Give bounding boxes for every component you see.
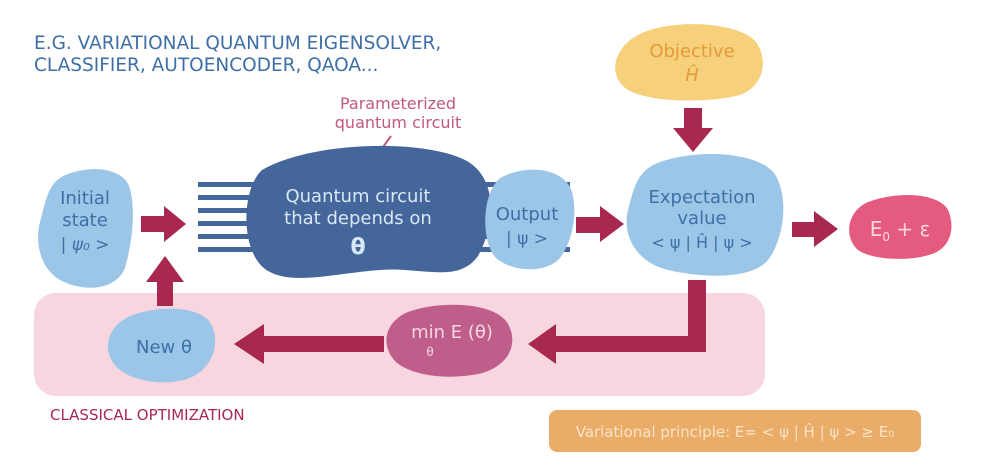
minimize-blob [386,304,513,377]
arrow-expectation-to-minimize [528,280,706,364]
callout-line-2: quantum circuit [335,113,461,132]
new-theta-blob [107,308,216,383]
header-line-2: CLASSIFIER, AUTOENCODER, QAOA... [34,55,378,76]
arrow-objective-to-expectation [673,108,713,152]
initial-state-line-1: Initial [60,188,110,209]
arrow-expectation-to-result [792,211,838,247]
objective-hamiltonian: Ĥ [685,64,699,86]
callout-line-1: Parameterized [340,94,456,113]
objective-blob [615,24,763,101]
new-theta-label: New θ [136,337,192,358]
result-label: E0 + ε [870,217,931,244]
classical-optimization-label: CLASSICAL OPTIMIZATION [50,406,245,424]
expectation-value-blob [626,153,784,276]
output-line-1: Output [496,204,559,225]
variational-principle-text: Variational principle: E= < ψ | Ĥ | ψ > … [576,422,895,441]
initial-state-ket: | ψ₀ > [61,235,110,255]
arrow-initial-to-circuit [141,206,186,242]
output-blob [485,169,575,270]
minimize-subscript: θ [426,345,433,359]
result-blob [849,195,952,259]
arrow-minimize-to-new-theta [234,324,384,364]
arrow-new-theta-up [146,256,184,306]
expectation-line-1: Expectation [649,187,756,208]
variational-principle-box [549,410,921,452]
result-subscript: 0 [882,230,890,244]
result-rest: + ε [890,217,930,241]
flow-arrows [141,108,838,364]
objective-line-1: Objective [649,41,734,62]
result-e: E [870,217,883,241]
initial-state-blob [38,169,133,288]
minimize-label: min E (θ) [411,322,493,343]
expectation-line-2: value [677,208,726,229]
initial-state-line-2: state [62,210,108,231]
quantum-circuit-line-1: Quantum circuit [285,186,430,207]
quantum-circuit-theta: θ [350,235,365,260]
quantum-circuit-line-2: that depends on [284,208,432,229]
quantum-circuit-blob [246,145,491,278]
arrow-output-to-expectation [576,206,624,242]
expectation-bracket: < ψ | Ĥ | ψ > [651,233,752,252]
header-line-1: E.G. VARIATIONAL QUANTUM EIGENSOLVER, [34,33,441,54]
output-ket: | ψ > [506,229,548,249]
